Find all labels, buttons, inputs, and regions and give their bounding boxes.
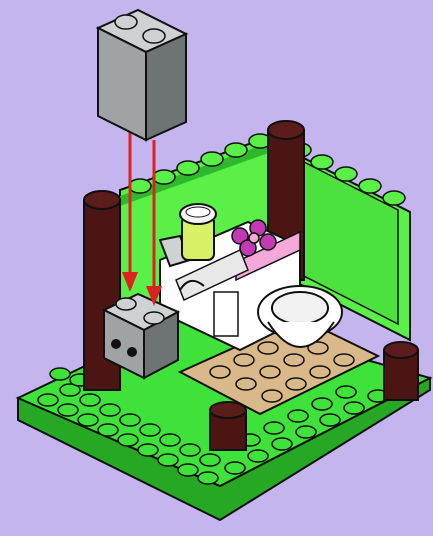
bottle-icon: [180, 204, 216, 260]
dark-red-column-front: [210, 402, 246, 450]
dark-red-column-right: [384, 342, 418, 400]
gray-brick-floating: [98, 10, 186, 140]
